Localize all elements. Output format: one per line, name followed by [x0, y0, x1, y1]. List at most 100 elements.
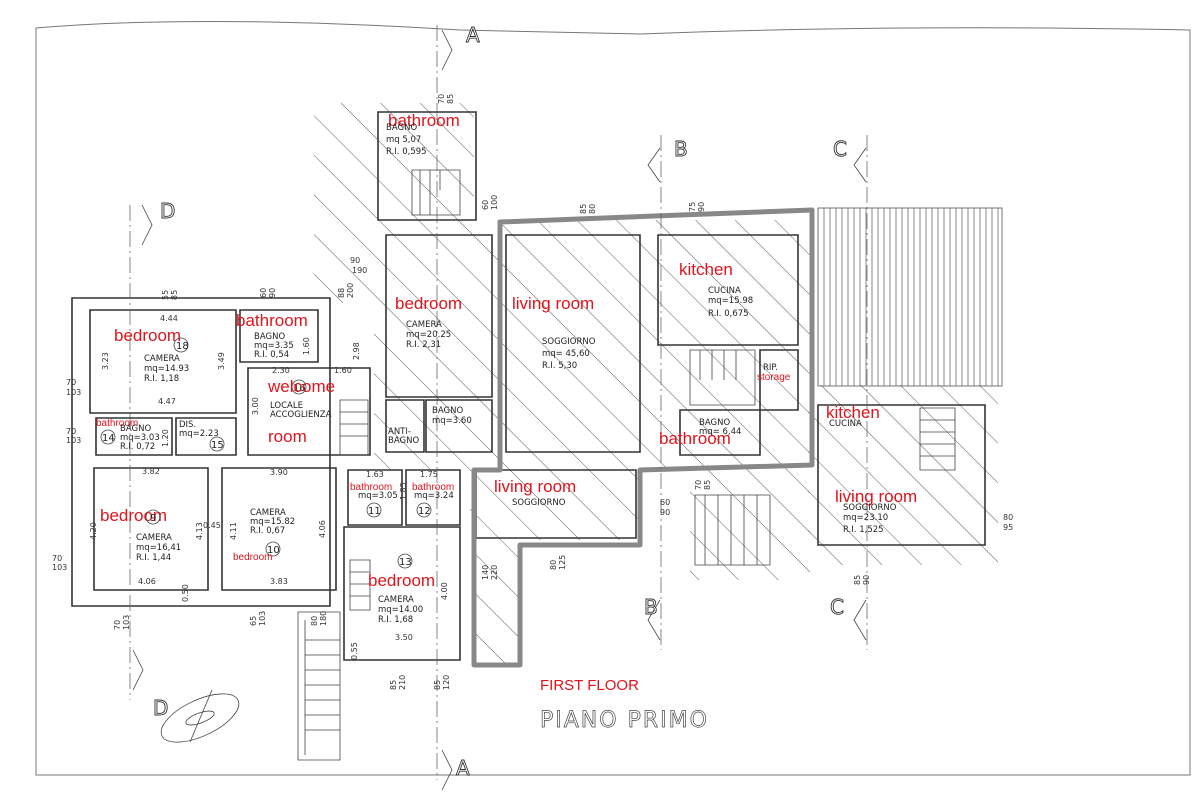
section-markers: A A B B C C D D [129, 23, 868, 791]
label-text: mq=23.10 [843, 513, 888, 523]
label-text: R.I. 5,30 [542, 361, 577, 371]
room-bathroom-14: bathroom 14 BAGNO mq=3.03 R.I. 0,72 [96, 418, 160, 452]
room-antibagno: ANTI- BAGNO [388, 427, 419, 446]
label-text: 85 [579, 204, 588, 214]
label-text: 0.45 [203, 521, 221, 530]
title-english: FIRST FLOOR [540, 677, 639, 694]
section-label-c-top: C [833, 137, 847, 161]
label-text: mq=3.35 [254, 341, 294, 351]
section-label-d-bottom: D [153, 696, 168, 720]
label-text: ANTI- [388, 427, 411, 437]
label-text: 103 [122, 615, 131, 630]
label-text: 190 [352, 266, 367, 275]
label-text: bedroom [114, 326, 181, 345]
label-text: R.I. 0,595 [386, 147, 427, 157]
label-text: kitchen [826, 403, 880, 422]
label-text: 103 [66, 436, 81, 445]
label-text: 12 [418, 506, 431, 517]
label-text: 85 [170, 290, 179, 300]
walls [71, 111, 986, 668]
label-text: 90 [862, 575, 871, 585]
section-label-c-bottom: C [830, 595, 844, 619]
label-text: bathroom [350, 482, 392, 493]
room-bedroom-13: 13 bedroom CAMERA mq=14.00 R.I. 1,68 [368, 553, 435, 625]
room-living-right: living room SOGGIORNO mq=23.10 R.I. 1,52… [835, 487, 917, 535]
label-text: bedroom [100, 506, 167, 525]
label-text: mq 5,07 [386, 135, 421, 145]
label-text: 0.55 [350, 642, 359, 660]
label-text: 4.13 [195, 522, 204, 540]
label-text: room [268, 427, 307, 446]
label-text: 1.60 [334, 366, 352, 375]
label-text: 1.60 [302, 337, 311, 355]
label-text: living room [512, 294, 594, 313]
label-text: BAGNO [386, 123, 417, 133]
label-text: mq=3.03 [120, 433, 160, 443]
label-text: storage [757, 372, 791, 383]
label-text: 70 [52, 554, 62, 563]
label-text: 2.98 [352, 342, 361, 360]
label-text: 18 [176, 341, 189, 352]
label-text: 3.00 [251, 397, 260, 415]
label-text: 90 [697, 202, 706, 212]
label-text: 85 [433, 680, 442, 690]
label-text: mq=3.05 [358, 491, 398, 501]
room-living-small: living room SOGGIORNO [494, 477, 576, 508]
label-text: 80 [1003, 513, 1013, 522]
label-text: 90 [350, 256, 360, 265]
label-text: bathroom [236, 311, 308, 330]
label-text: 180 [319, 611, 328, 626]
label-text: 85 [703, 480, 712, 490]
label-text: 80 [588, 204, 597, 214]
label-text: 4.44 [160, 314, 178, 323]
label-text: 4.06 [318, 520, 327, 538]
label-text: 9 [150, 513, 156, 524]
label-text: R.I. 0,72 [120, 442, 155, 452]
label-text: 88 [337, 288, 346, 298]
room-bathroom-11: bathroom mq=3.05 11 [350, 482, 398, 518]
label-text: 90 [268, 288, 277, 298]
label-text: bathroom [659, 429, 731, 448]
label-text: CAMERA [406, 320, 442, 330]
room-welcome-16: 16 welcome LOCALE ACCOGLIENZA room [267, 377, 335, 446]
label-text: 100 [490, 195, 499, 210]
dimension-labels: 4.44 4.47 3.23 3.49 1.60 2.30 1.60 2.98 … [89, 314, 449, 660]
room-bedroom-18: bedroom 18 CAMERA mq=14.93 R.I. 1,18 [114, 326, 189, 384]
label-text: BAGNO [432, 406, 463, 416]
label-text: 70 [694, 480, 703, 490]
label-text: BAGNO [699, 418, 730, 428]
label-text: mq=2.23 [179, 429, 219, 439]
stairs [297, 169, 956, 761]
label-text: 15 [211, 440, 224, 451]
label-text: SOGGIORNO [542, 337, 596, 347]
section-label-b-top: B [674, 137, 688, 161]
label-text: 125 [558, 555, 567, 570]
label-text: 1.20 [161, 429, 170, 447]
label-text: kitchen [679, 260, 733, 279]
label-text: 3.83 [270, 577, 288, 586]
label-text: 3.49 [217, 352, 226, 370]
label-text: 90 [660, 508, 670, 517]
label-text: 220 [490, 565, 499, 580]
label-text: bedroom [395, 294, 462, 313]
label-text: R.I. 0,54 [254, 350, 289, 360]
label-text: living room [494, 477, 576, 496]
label-text: mq=15.82 [250, 517, 295, 527]
label-text: bathroom [388, 111, 460, 130]
label-text: mq=14.93 [144, 364, 189, 374]
label-text: mq=14.00 [378, 605, 423, 615]
label-text: R.I. 0,67 [250, 526, 285, 536]
room-bedroom-10: CAMERA mq=15.82 R.I. 0,67 10 bedroom [233, 508, 295, 563]
label-text: R.I. 1,18 [144, 374, 179, 384]
label-text: 70 [66, 427, 76, 436]
label-text: 85 [389, 680, 398, 690]
label-text: mq=3.24 [414, 491, 454, 501]
label-text: bathroom [412, 482, 454, 493]
label-text: 103 [66, 388, 81, 397]
label-text: 85 [853, 575, 862, 585]
label-text: R.I. 1,44 [136, 553, 171, 563]
section-label-d-top: D [160, 199, 175, 223]
section-label-b-bottom: B [644, 595, 658, 619]
